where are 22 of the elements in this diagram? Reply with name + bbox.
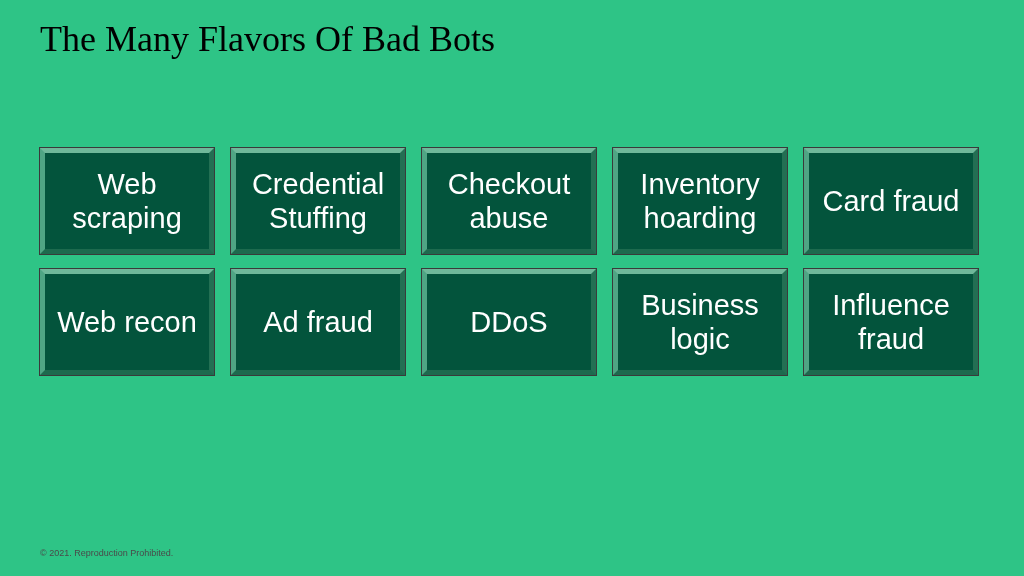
tile-label: DDoS (469, 305, 549, 339)
tile-label: Business logic (640, 288, 760, 356)
category-tile (40, 269, 214, 375)
category-tile (804, 269, 978, 375)
category-tile (613, 148, 787, 254)
category-tile (231, 148, 405, 254)
tile-label: Inventory hoarding (639, 167, 761, 235)
tile-label: Ad fraud (262, 305, 374, 339)
category-tile (40, 148, 214, 254)
tile-label: Checkout abuse (446, 167, 572, 235)
copyright-note: © 2021. Reproduction Prohibited. (40, 548, 174, 558)
tile-label: Web recon (56, 305, 198, 339)
tile-label: Influence fraud (831, 288, 951, 356)
tile-label: Card fraud (821, 184, 961, 218)
tile-label: Credential Stuffing (250, 167, 386, 235)
category-tile (804, 148, 978, 254)
tile-label: Web scraping (71, 167, 183, 235)
category-tile (613, 269, 787, 375)
category-tile (422, 269, 596, 375)
category-tile (422, 148, 596, 254)
category-tile (231, 269, 405, 375)
title: The Many Flavors Of Bad Bots (40, 18, 495, 60)
